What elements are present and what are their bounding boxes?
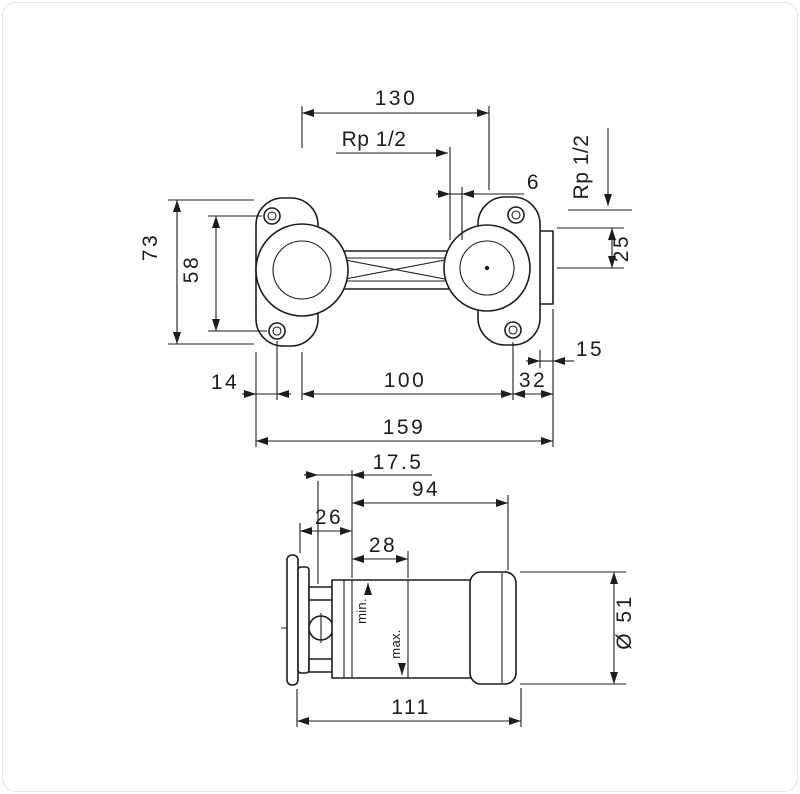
dim-28: 28 bbox=[352, 534, 409, 578]
min-label: min. bbox=[354, 598, 369, 624]
dim-100-label: 100 bbox=[384, 369, 427, 392]
dim-15-label: 15 bbox=[576, 338, 604, 361]
dim-14: 14 bbox=[211, 341, 291, 400]
dim-32-label: 32 bbox=[519, 369, 547, 392]
screw-holes bbox=[263, 206, 525, 340]
dim-58: 58 bbox=[180, 215, 267, 332]
dim-14-label: 14 bbox=[211, 371, 239, 394]
dim-130-label: 130 bbox=[375, 87, 418, 110]
side-view-part: min. max. bbox=[281, 554, 517, 686]
side-flange-spacer bbox=[297, 566, 310, 674]
left-union bbox=[255, 223, 349, 317]
dim-diameter-label: Ø 51 bbox=[613, 594, 636, 650]
dim-58-label: 58 bbox=[180, 255, 203, 283]
dim-25: 25 bbox=[557, 227, 633, 269]
body-detail-lines bbox=[343, 580, 409, 678]
union-stub-bottom bbox=[308, 658, 334, 673]
thread-right-label: Rp 1/2 bbox=[570, 135, 593, 200]
dim-28-label: 28 bbox=[369, 534, 397, 557]
dim-100: 100 bbox=[301, 342, 514, 400]
end-cap bbox=[469, 571, 517, 685]
front-view-part bbox=[255, 196, 554, 347]
dim-32: 32 bbox=[513, 369, 553, 398]
thread-right: Rp 1/2 bbox=[568, 128, 632, 211]
front-view-dimensions: 130 Rp 1/2 6 Rp 1/2 25 bbox=[139, 87, 633, 447]
dim-111: 111 bbox=[296, 688, 522, 727]
dim-6: 6 bbox=[436, 147, 541, 240]
side-view-dimensions: 17.5 94 26 28 Ø 51 bbox=[296, 451, 636, 727]
dim-73: 73 bbox=[139, 199, 254, 345]
dim-73-label: 73 bbox=[139, 233, 162, 261]
dim-159-label: 159 bbox=[383, 416, 426, 439]
connecting-bar bbox=[339, 250, 451, 290]
union-stub-top bbox=[308, 586, 334, 601]
thread-top: Rp 1/2 bbox=[336, 128, 448, 157]
right-union bbox=[443, 224, 531, 312]
dim-15: 15 bbox=[526, 338, 604, 368]
dim-111-label: 111 bbox=[391, 696, 430, 719]
max-marker: max. bbox=[388, 629, 406, 675]
dim-diameter-51: Ø 51 bbox=[520, 571, 636, 685]
dim-26-label: 26 bbox=[315, 506, 343, 529]
dim-94: 94 bbox=[352, 478, 509, 570]
dim-17-5-label: 17.5 bbox=[373, 451, 424, 474]
dim-26: 26 bbox=[299, 506, 352, 553]
side-flange-plate bbox=[286, 554, 299, 686]
min-marker: min. bbox=[354, 583, 372, 624]
body-cylinder bbox=[331, 579, 473, 679]
dim-94-label: 94 bbox=[412, 478, 440, 501]
side-union-circle bbox=[308, 613, 334, 643]
dim-25-label: 25 bbox=[610, 234, 633, 262]
thread-top-label: Rp 1/2 bbox=[342, 128, 407, 151]
dim-6-label: 6 bbox=[527, 171, 541, 194]
max-label: max. bbox=[388, 629, 403, 658]
dim-130: 130 bbox=[301, 87, 490, 190]
dim-159: 159 bbox=[255, 309, 554, 447]
